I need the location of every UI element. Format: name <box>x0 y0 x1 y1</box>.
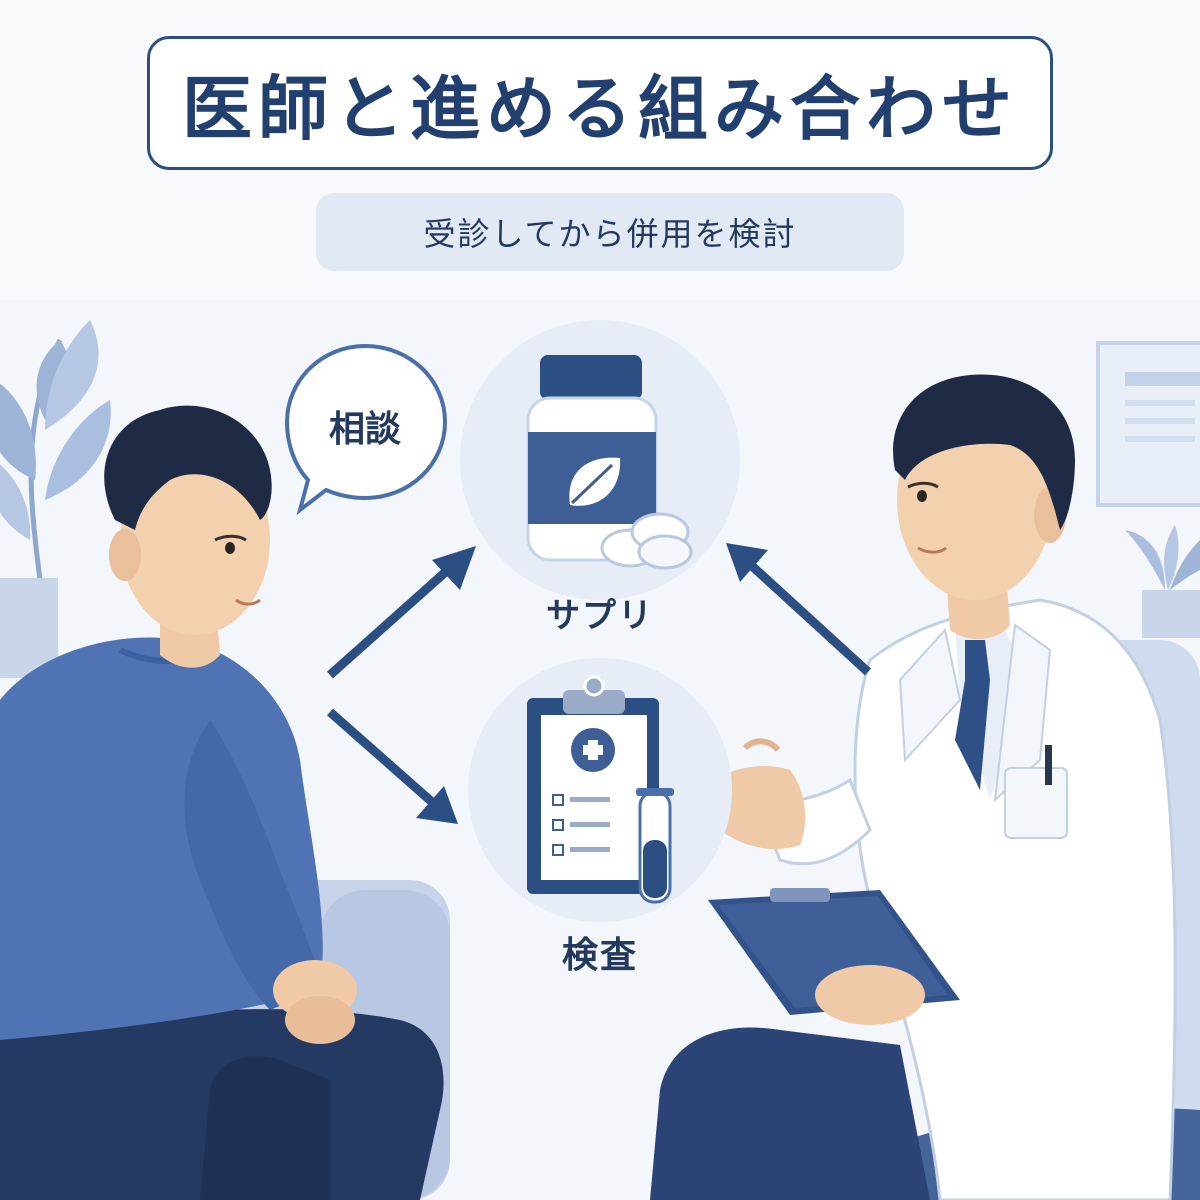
page-title: 医師と進める組み合わせ <box>182 67 1018 150</box>
doctor-illustration <box>650 374 1177 1200</box>
arrow-doctor-to-supplement <box>726 543 872 676</box>
arrow-patient-to-exam <box>327 708 458 824</box>
exam-label: 検査 <box>561 935 638 976</box>
speech-bubble-icon <box>284 343 448 516</box>
supplement-label: サプリ <box>546 596 654 636</box>
wall-chart-frame <box>1096 341 1200 507</box>
page-subtitle: 受診してから併用を検討 <box>423 215 797 253</box>
leaf-icon <box>569 457 621 506</box>
patient-illustration <box>0 405 444 1200</box>
arrow-patient-to-supplement <box>327 546 476 679</box>
plant-left-illustration <box>0 320 111 678</box>
subtitle-pill: 受診してから併用を検討 <box>316 193 904 271</box>
title-box: 医師と進める組み合わせ <box>147 36 1053 170</box>
clipboard-medical-icon <box>527 675 659 894</box>
plant-right-illustration <box>1125 525 1200 638</box>
test-tube-icon <box>636 788 674 904</box>
speech-bubble-label: 相談 <box>328 409 401 450</box>
